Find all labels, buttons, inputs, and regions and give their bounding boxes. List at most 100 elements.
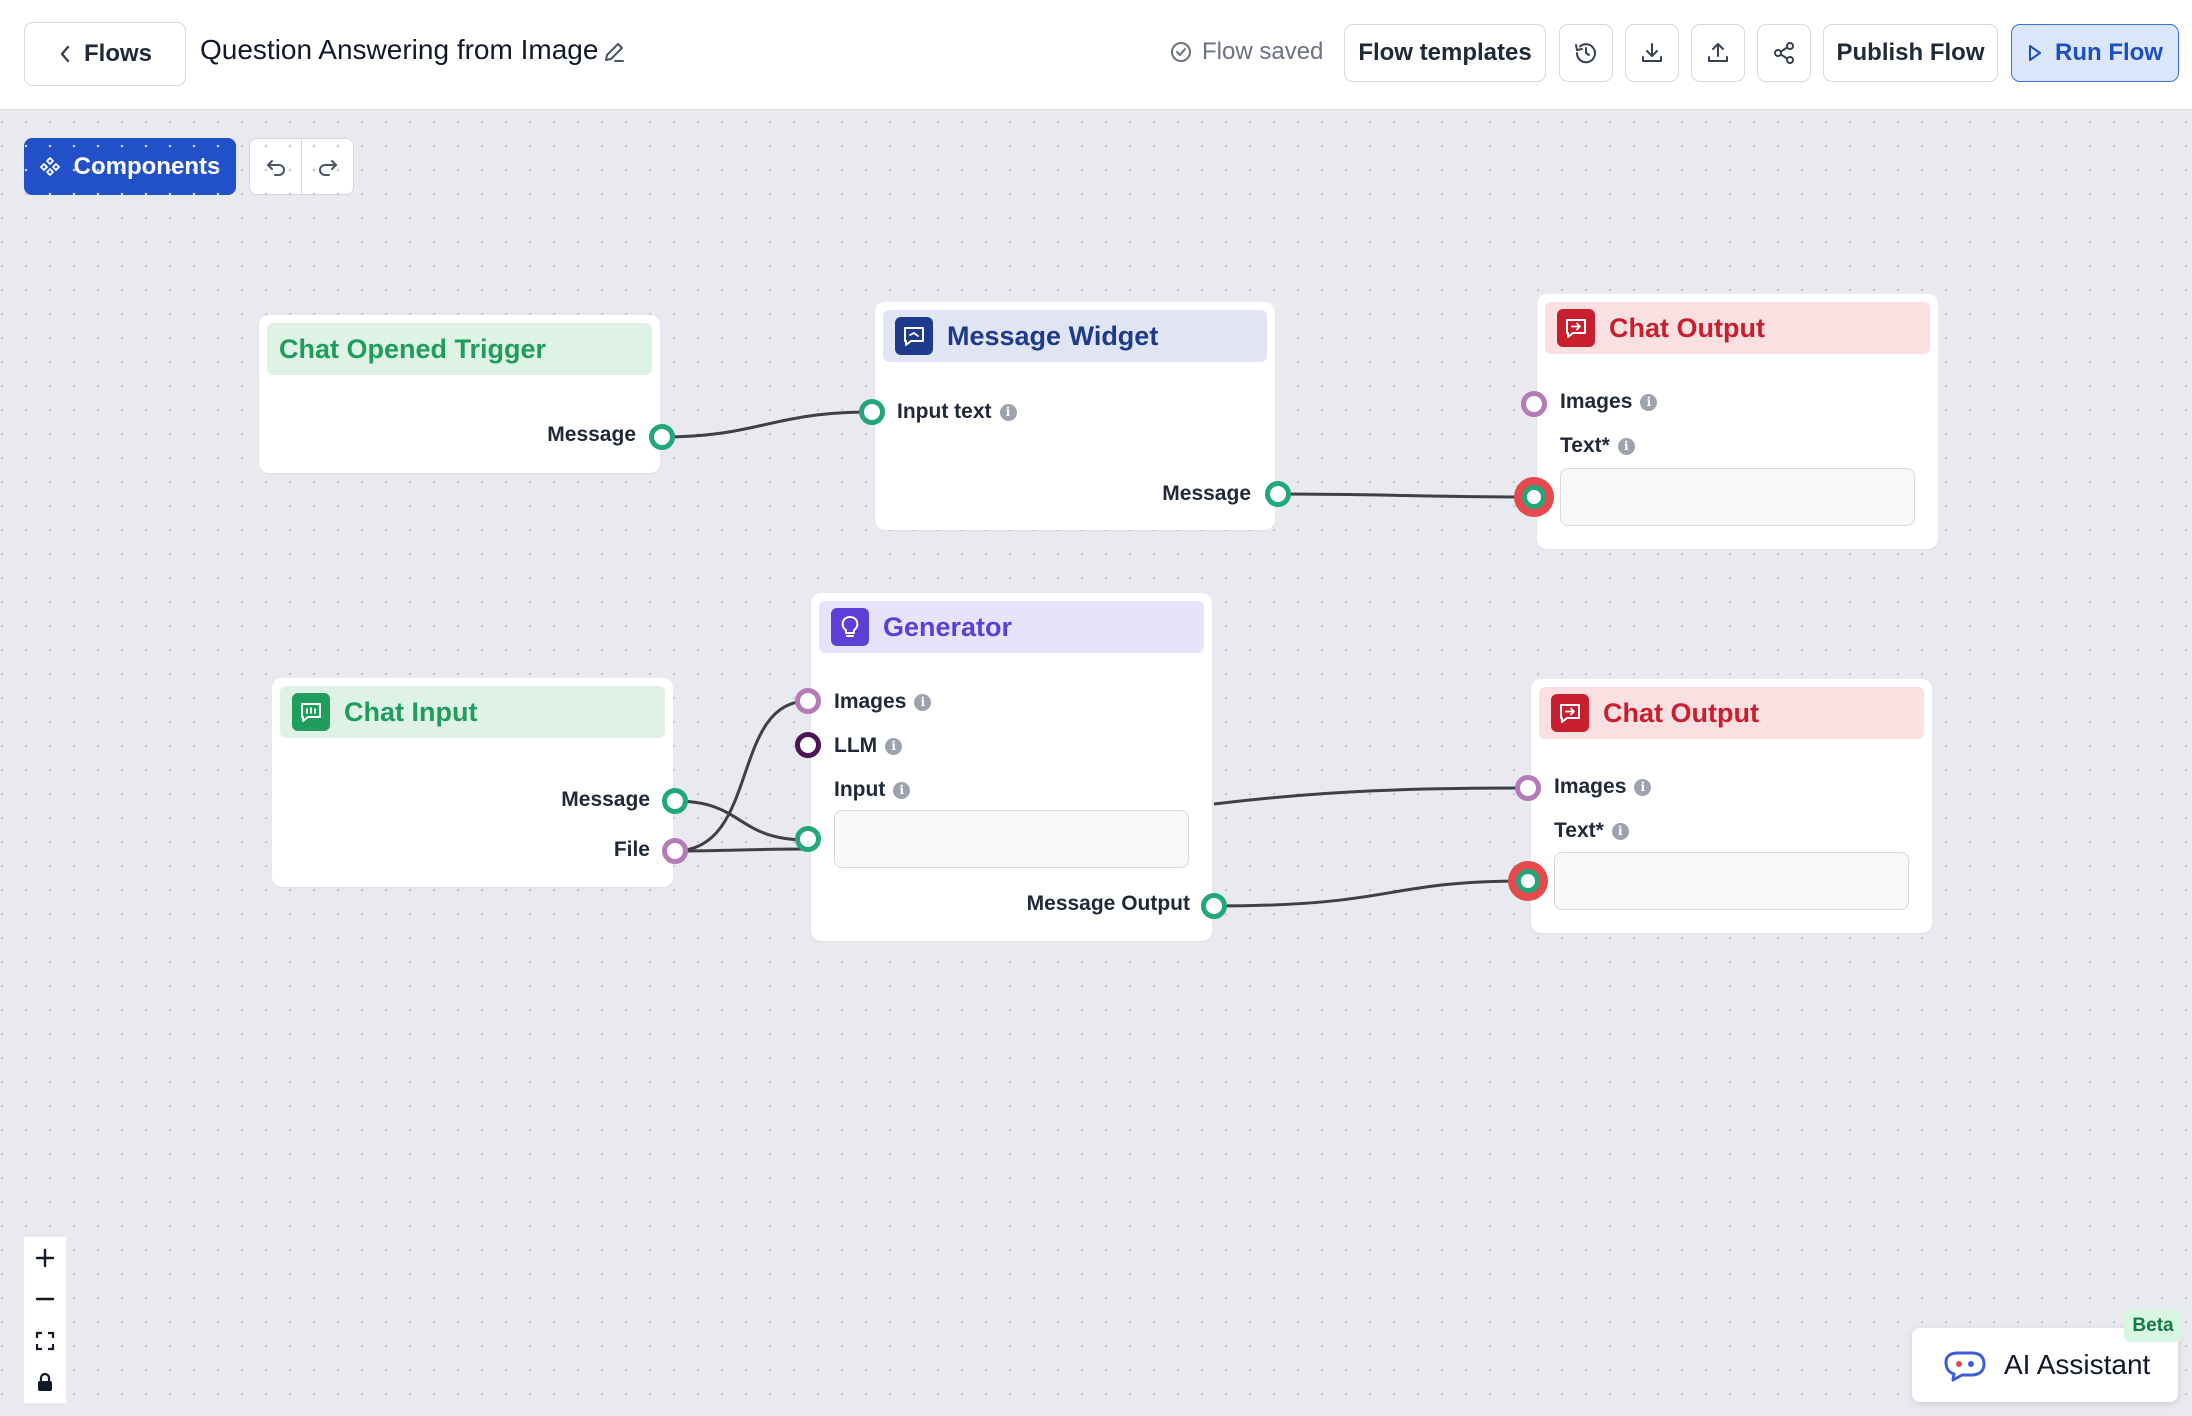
images-label-text: Images <box>1554 775 1627 798</box>
components-icon <box>39 156 60 176</box>
chat-input-icon <box>292 693 330 731</box>
chat-opened-trigger-node[interactable]: Chat Opened Trigger Message <box>259 315 660 473</box>
chat-output-icon <box>1551 694 1589 732</box>
lock-icon <box>38 1373 52 1392</box>
history-button[interactable] <box>1559 24 1613 82</box>
chat-input-node[interactable]: Chat Input Message File <box>272 678 673 887</box>
redo-button[interactable] <box>302 139 353 194</box>
info-icon[interactable]: i <box>1640 393 1658 411</box>
info-icon[interactable]: i <box>893 781 911 799</box>
node-header: Message Widget <box>883 310 1267 362</box>
ai-assistant-icon <box>1944 1351 1986 1382</box>
history-icon <box>1575 43 1596 64</box>
input-text-label: Input text i <box>897 400 1017 424</box>
edge-generator-to-output-text <box>1213 879 1529 908</box>
message-output-label: Message <box>561 788 650 811</box>
back-to-flows-button[interactable]: Flows <box>24 22 186 86</box>
components-button[interactable]: Components <box>24 138 236 195</box>
input-port-input[interactable] <box>795 826 821 852</box>
run-flow-label: Run Flow <box>2055 39 2163 66</box>
generator-node[interactable]: Generator Images i LLM i Input i Message… <box>811 593 1212 941</box>
undo-redo-group <box>249 138 354 195</box>
check-circle-icon <box>1171 42 1191 62</box>
output-port-message-output[interactable] <box>1201 893 1227 919</box>
images-label-text: Images <box>834 690 907 713</box>
fit-view-icon <box>35 1331 55 1350</box>
edge-widget-to-output <box>1277 492 1535 499</box>
text-label: Text* i <box>1560 434 1635 458</box>
download-icon <box>1642 43 1662 62</box>
output-port-message[interactable] <box>662 788 688 814</box>
edit-title-icon[interactable] <box>602 40 626 69</box>
undo-button[interactable] <box>250 139 302 194</box>
message-widget-node[interactable]: Message Widget Input text i Message <box>875 302 1275 530</box>
publish-flow-button[interactable]: Publish Flow <box>1823 24 1998 82</box>
run-flow-button[interactable]: Run Flow <box>2011 24 2179 82</box>
upload-button[interactable] <box>1691 24 1745 82</box>
input-port-input-text[interactable] <box>859 399 885 425</box>
save-status-text: Flow saved <box>1202 38 1324 65</box>
images-label: Images i <box>834 690 932 714</box>
download-button[interactable] <box>1625 24 1679 82</box>
components-label: Components <box>73 152 221 180</box>
text-input-field[interactable] <box>1560 468 1915 526</box>
fit-view-button[interactable] <box>24 1320 66 1362</box>
share-button[interactable] <box>1757 24 1811 82</box>
node-title: Message Widget <box>947 320 1159 351</box>
llm-label: LLM i <box>834 734 903 758</box>
output-port-message[interactable] <box>649 424 675 450</box>
info-icon[interactable]: i <box>1611 822 1629 840</box>
text-label-text: Text* <box>1560 434 1610 457</box>
node-title: Generator <box>883 611 1013 642</box>
edge-chatinput-file-to-generator-images <box>674 699 809 853</box>
save-status: Flow saved <box>1170 38 1323 66</box>
upload-icon <box>1708 43 1728 62</box>
output-port-file[interactable] <box>662 838 688 864</box>
node-header: Chat Output <box>1545 302 1930 354</box>
info-icon[interactable]: i <box>1634 778 1652 796</box>
text-input-field[interactable] <box>1554 852 1909 910</box>
plus-icon <box>35 1248 55 1267</box>
input-text-label-text: Input text <box>897 400 992 423</box>
input-label-text: Input <box>834 778 886 801</box>
images-label-text: Images <box>1560 390 1633 413</box>
node-title: Chat Input <box>344 696 478 727</box>
edge-chatinput-message-to-generator <box>674 799 809 842</box>
info-icon[interactable]: i <box>914 693 932 711</box>
node-header: Chat Opened Trigger <box>267 323 652 375</box>
chat-output-node-top[interactable]: Chat Output Images i Text* i <box>1537 294 1938 549</box>
input-port-llm[interactable] <box>795 732 821 758</box>
input-port-images[interactable] <box>1521 391 1547 417</box>
node-title: Chat Opened Trigger <box>279 333 547 364</box>
edge-chatinput-file-to-generator-input <box>674 847 809 853</box>
file-output-label: File <box>613 838 650 861</box>
zoom-out-button[interactable] <box>24 1279 66 1321</box>
edge-trigger-to-widget <box>661 410 873 439</box>
edge-generator-to-output-images <box>1213 786 1529 806</box>
chat-output-node-bottom[interactable]: Chat Output Images i Text* i <box>1531 679 1932 933</box>
node-header: Generator <box>819 601 1204 653</box>
beta-badge: Beta <box>2124 1310 2182 1342</box>
redo-icon <box>318 159 337 176</box>
text-label: Text* i <box>1554 819 1629 843</box>
images-label: Images i <box>1554 775 1652 799</box>
input-port-images[interactable] <box>795 688 821 714</box>
output-port-message[interactable] <box>1265 481 1291 507</box>
info-icon[interactable]: i <box>885 737 903 755</box>
lock-button[interactable] <box>24 1362 66 1404</box>
info-icon[interactable]: i <box>999 403 1017 421</box>
node-header: Chat Output <box>1539 687 1924 739</box>
llm-label-text: LLM <box>834 734 878 757</box>
input-text-field[interactable] <box>834 810 1189 868</box>
input-port-text-required[interactable] <box>1514 477 1554 517</box>
text-label-text: Text* <box>1554 819 1604 842</box>
output-label: Message <box>547 423 636 446</box>
flow-templates-button[interactable]: Flow templates <box>1344 24 1546 82</box>
input-port-images[interactable] <box>1515 775 1541 801</box>
info-icon[interactable]: i <box>1617 437 1635 455</box>
output-label: Message Output <box>1026 892 1190 915</box>
play-icon <box>2029 45 2041 61</box>
zoom-in-button[interactable] <box>24 1237 66 1279</box>
input-port-text-required[interactable] <box>1508 861 1548 901</box>
chevron-left-icon <box>60 45 70 63</box>
